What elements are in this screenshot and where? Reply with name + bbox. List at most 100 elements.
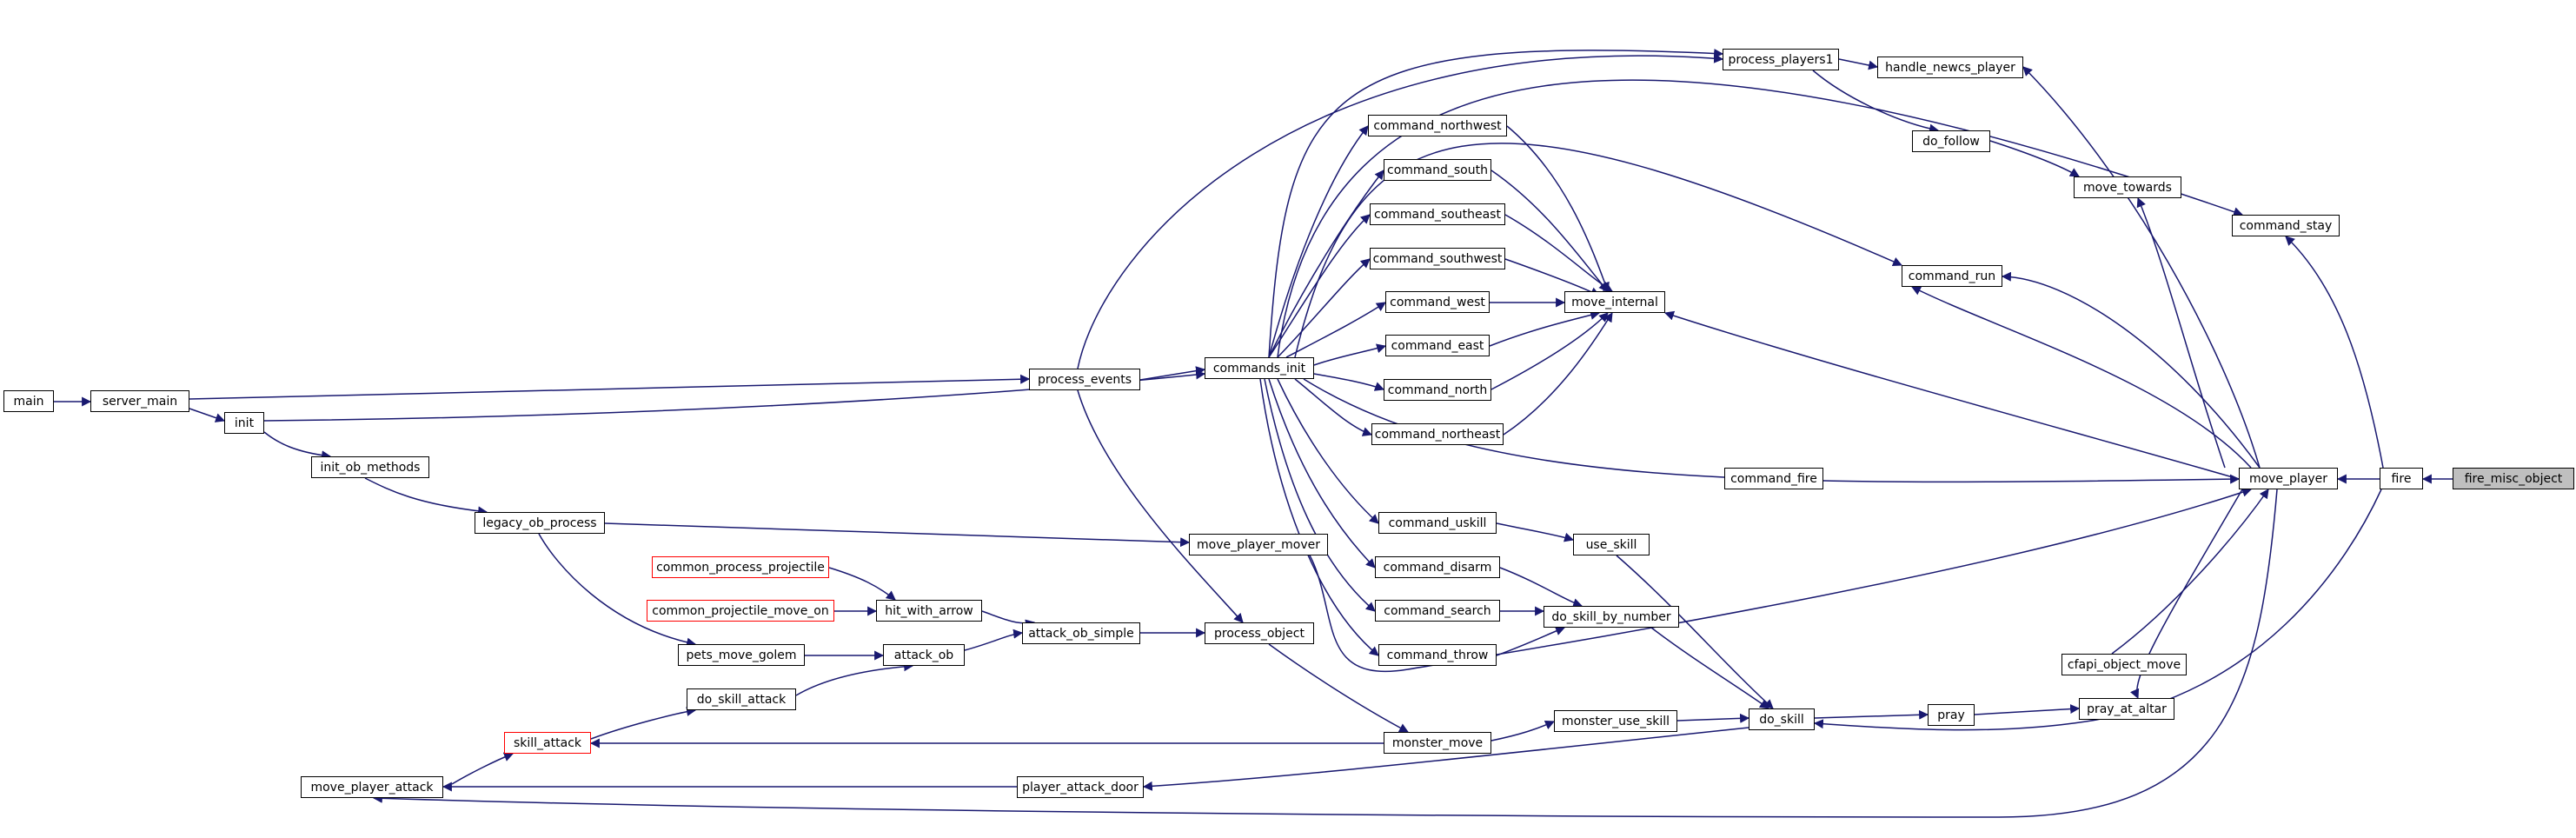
call-edge-64 bbox=[1814, 709, 1929, 720]
node-command-north[interactable]: command_north bbox=[1384, 379, 1491, 401]
call-edge-65 bbox=[1974, 704, 2081, 715]
call-edge-44 bbox=[538, 533, 697, 648]
node-init-ob-methods[interactable]: init_ob_methods bbox=[311, 456, 429, 478]
node-command-throw[interactable]: command_throw bbox=[1378, 644, 1497, 666]
call-edges bbox=[54, 49, 2453, 818]
node-move-player[interactable]: move_player bbox=[2239, 468, 2338, 489]
node-command-search[interactable]: command_search bbox=[1375, 600, 1500, 622]
node-command-west[interactable]: command_west bbox=[1385, 291, 1490, 313]
call-edge-24 bbox=[1313, 343, 1387, 366]
call-edge-9 bbox=[1663, 310, 2240, 480]
node-server-main[interactable]: server_main bbox=[90, 390, 189, 412]
node-command-run[interactable]: command_run bbox=[1902, 265, 2002, 287]
call-edge-43 bbox=[364, 477, 488, 516]
node-monster-move[interactable]: monster_move bbox=[1384, 732, 1491, 754]
node-command-stay[interactable]: command_stay bbox=[2232, 215, 2340, 236]
node-do-skill-by-number[interactable]: do_skill_by_number bbox=[1544, 606, 1679, 628]
node-hit-with-arrow[interactable]: hit_with_arrow bbox=[876, 600, 982, 622]
node-common-process-projectile[interactable]: common_process_projectile bbox=[652, 556, 829, 578]
node-command-south[interactable]: command_south bbox=[1384, 159, 1491, 181]
node-move-towards[interactable]: move_towards bbox=[2074, 176, 2181, 198]
node-command-uskill[interactable]: command_uskill bbox=[1378, 512, 1497, 534]
call-edge-47 bbox=[1496, 522, 1575, 542]
node-commands-init[interactable]: commands_init bbox=[1205, 357, 1314, 379]
call-edge-40 bbox=[189, 408, 226, 422]
node-do-follow[interactable]: do_follow bbox=[1912, 130, 1990, 152]
node-skill-attack[interactable]: skill_attack bbox=[504, 732, 591, 754]
call-edge-42 bbox=[263, 431, 332, 461]
call-edge-45 bbox=[604, 522, 1191, 548]
call-edge-63 bbox=[1676, 713, 1750, 723]
call-edge-27 bbox=[1277, 378, 1379, 524]
call-edge-13 bbox=[1504, 214, 1613, 292]
call-edge-30 bbox=[1259, 378, 1379, 656]
call-edge-6 bbox=[2136, 196, 2226, 469]
call-edge-2 bbox=[2285, 236, 2384, 469]
call-edge-59 bbox=[795, 662, 914, 696]
node-do-skill[interactable]: do_skill bbox=[1749, 708, 1815, 730]
call-edge-28 bbox=[1268, 378, 1376, 569]
node-command-northeast[interactable]: command_northeast bbox=[1371, 423, 1504, 445]
node-command-disarm[interactable]: command_disarm bbox=[1375, 556, 1500, 578]
call-edge-18 bbox=[1503, 312, 1613, 436]
node-move-internal[interactable]: move_internal bbox=[1564, 291, 1665, 313]
node-common-projectile-move-on[interactable]: common_projectile_move_on bbox=[647, 600, 834, 622]
call-edge-56 bbox=[964, 628, 1024, 651]
call-edge-22 bbox=[1277, 258, 1371, 358]
call-edge-29 bbox=[1264, 378, 1376, 612]
call-edge-32 bbox=[1277, 79, 2244, 358]
node-process-events[interactable]: process_events bbox=[1029, 369, 1140, 390]
call-edge-60 bbox=[590, 707, 697, 740]
call-edge-10 bbox=[1911, 286, 2252, 469]
node-pets-move-golem[interactable]: pets_move_golem bbox=[678, 644, 805, 666]
call-edge-33 bbox=[1294, 143, 1903, 358]
node-monster-use-skill[interactable]: monster_use_skill bbox=[1554, 710, 1677, 732]
node-move-player-attack[interactable]: move_player_attack bbox=[301, 776, 443, 798]
call-edge-53 bbox=[828, 567, 896, 601]
node-legacy-ob-process[interactable]: legacy_ob_process bbox=[475, 512, 605, 534]
node-command-southeast[interactable]: command_southeast bbox=[1370, 203, 1505, 225]
node-do-skill-attack[interactable]: do_skill_attack bbox=[687, 688, 796, 710]
call-edge-11 bbox=[1506, 125, 1610, 293]
call-edge-16 bbox=[1489, 310, 1601, 347]
node-command-northwest[interactable]: command_northwest bbox=[1368, 115, 1507, 136]
call-edge-68 bbox=[1813, 489, 2382, 731]
node-main[interactable]: main bbox=[3, 390, 54, 412]
call-edge-61 bbox=[1268, 643, 1409, 733]
call-edge-23 bbox=[1285, 302, 1386, 358]
node-process-players1[interactable]: process_players1 bbox=[1723, 49, 1839, 70]
node-command-southwest[interactable]: command_southwest bbox=[1370, 248, 1505, 269]
node-init[interactable]: init bbox=[224, 412, 264, 434]
call-edge-3 bbox=[2022, 66, 2261, 469]
call-edge-66 bbox=[2130, 489, 2243, 700]
node-command-east[interactable]: command_east bbox=[1385, 335, 1490, 356]
node-pray-at-altar[interactable]: pray_at_altar bbox=[2079, 698, 2174, 720]
call-edge-37 bbox=[1077, 389, 1244, 623]
call-edge-19 bbox=[1268, 125, 1369, 358]
call-edge-31 bbox=[1268, 49, 1724, 358]
call-edge-25 bbox=[1313, 373, 1385, 391]
call-edge-49 bbox=[1499, 567, 1583, 608]
node-player-attack-door[interactable]: player_attack_door bbox=[1017, 776, 1144, 798]
node-command-fire[interactable]: command_fire bbox=[1724, 468, 1823, 489]
call-edge-26 bbox=[1294, 378, 1373, 436]
node-process-object[interactable]: process_object bbox=[1205, 622, 1314, 644]
call-edge-71 bbox=[1142, 727, 1749, 791]
node-attack-ob[interactable]: attack_ob bbox=[883, 644, 965, 666]
node-pray[interactable]: pray bbox=[1928, 704, 1975, 726]
call-edge-52 bbox=[1650, 627, 1769, 709]
node-attack-ob-simple[interactable]: attack_ob_simple bbox=[1022, 622, 1140, 644]
node-handle-newcs-player[interactable]: handle_newcs_player bbox=[1877, 57, 2023, 78]
node-fire[interactable]: fire bbox=[2380, 468, 2423, 489]
call-edge-46 bbox=[1294, 487, 2253, 672]
call-edge-36 bbox=[1077, 53, 1724, 369]
call-edge-55 bbox=[981, 610, 1036, 629]
call-edge-4 bbox=[1838, 58, 1879, 70]
node-use-skill[interactable]: use_skill bbox=[1573, 534, 1650, 555]
call-edge-12 bbox=[1490, 170, 1609, 292]
node-cfapi-object-move[interactable]: cfapi_object_move bbox=[2061, 654, 2187, 675]
node-move-player-mover[interactable]: move_player_mover bbox=[1189, 534, 1328, 555]
call-edge-14 bbox=[1504, 258, 1600, 296]
call-edge-7 bbox=[1989, 140, 2080, 177]
